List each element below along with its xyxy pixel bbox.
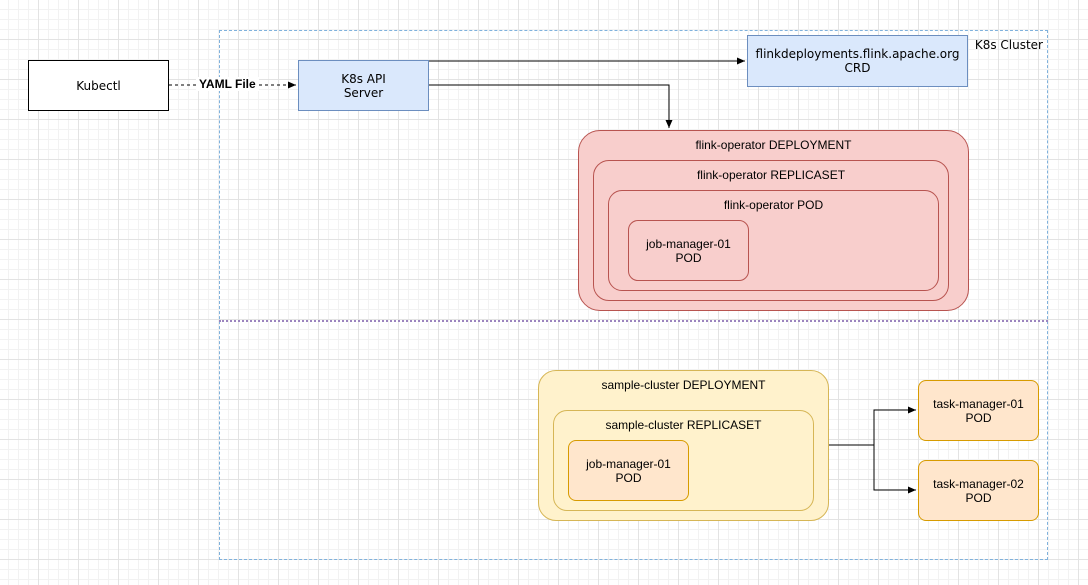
- edge-cluster-to-tm1: [829, 406, 916, 446]
- api-server-label-line2: Server: [343, 85, 384, 100]
- operator-job-manager-line1: job-manager-01: [646, 236, 731, 251]
- flink-operator-deployment-label: flink-operator DEPLOYMENT: [695, 138, 852, 152]
- sample-job-manager-line2: POD: [615, 470, 642, 485]
- yaml-file-edge-label: YAML File: [196, 77, 259, 91]
- k8s-cluster-label: K8s Cluster: [974, 38, 1043, 52]
- task-manager-02-line2: POD: [965, 490, 992, 505]
- kubectl-label: Kubectl: [76, 78, 121, 93]
- sample-cluster-replicaset-label: sample-cluster REPLICASET: [605, 418, 762, 432]
- task-manager-02-pod[interactable]: task-manager-02 POD: [918, 460, 1039, 521]
- task-manager-01-line1: task-manager-01: [933, 396, 1024, 411]
- task-manager-01-line2: POD: [965, 410, 992, 425]
- crd-label-line2: CRD: [844, 61, 871, 75]
- kubectl-node[interactable]: Kubectl: [28, 60, 169, 111]
- crd-label-line1: flinkdeployments.flink.apache.org: [755, 47, 960, 61]
- edge-cluster-to-tm2: [873, 445, 916, 494]
- crd-node[interactable]: flinkdeployments.flink.apache.org CRD: [747, 35, 968, 87]
- task-manager-01-pod[interactable]: task-manager-01 POD: [918, 380, 1039, 441]
- flink-operator-pod-label: flink-operator POD: [723, 198, 824, 212]
- k8s-api-server-node[interactable]: K8s API Server: [298, 60, 429, 111]
- sample-cluster-job-manager-pod[interactable]: job-manager-01 POD: [568, 440, 689, 501]
- operator-job-manager-pod[interactable]: job-manager-01 POD: [628, 220, 749, 281]
- flink-operator-replicaset-label: flink-operator REPLICASET: [696, 168, 846, 182]
- api-server-label-line1: K8s API: [341, 71, 386, 86]
- k8s-cluster-boundary: [219, 30, 1048, 560]
- sample-cluster-deployment-label: sample-cluster DEPLOYMENT: [601, 378, 766, 392]
- sample-job-manager-line1: job-manager-01: [586, 456, 671, 471]
- namespace-divider: [219, 320, 1048, 322]
- edge-api-to-operator: [429, 84, 673, 128]
- operator-job-manager-line2: POD: [675, 250, 702, 265]
- task-manager-02-line1: task-manager-02: [933, 476, 1024, 491]
